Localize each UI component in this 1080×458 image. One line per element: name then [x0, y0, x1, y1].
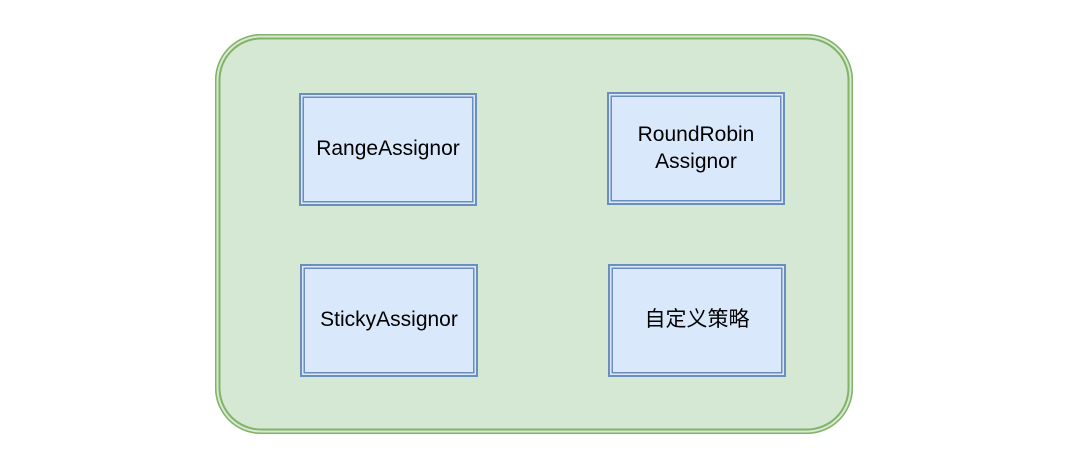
- node-custom-strategy-label: 自定义策略: [644, 308, 750, 332]
- node-sticky-assignor: StickyAssignor: [300, 264, 478, 377]
- node-custom-strategy: 自定义策略: [608, 264, 786, 377]
- strategy-group-container: RangeAssignor RoundRobin Assignor Sticky…: [215, 34, 853, 434]
- node-range-assignor: RangeAssignor: [299, 93, 477, 206]
- node-roundrobin-assignor-label: RoundRobin Assignor: [637, 123, 755, 173]
- node-roundrobin-assignor: RoundRobin Assignor: [607, 92, 785, 205]
- node-sticky-assignor-label: StickyAssignor: [320, 308, 458, 332]
- node-range-assignor-label: RangeAssignor: [316, 137, 460, 161]
